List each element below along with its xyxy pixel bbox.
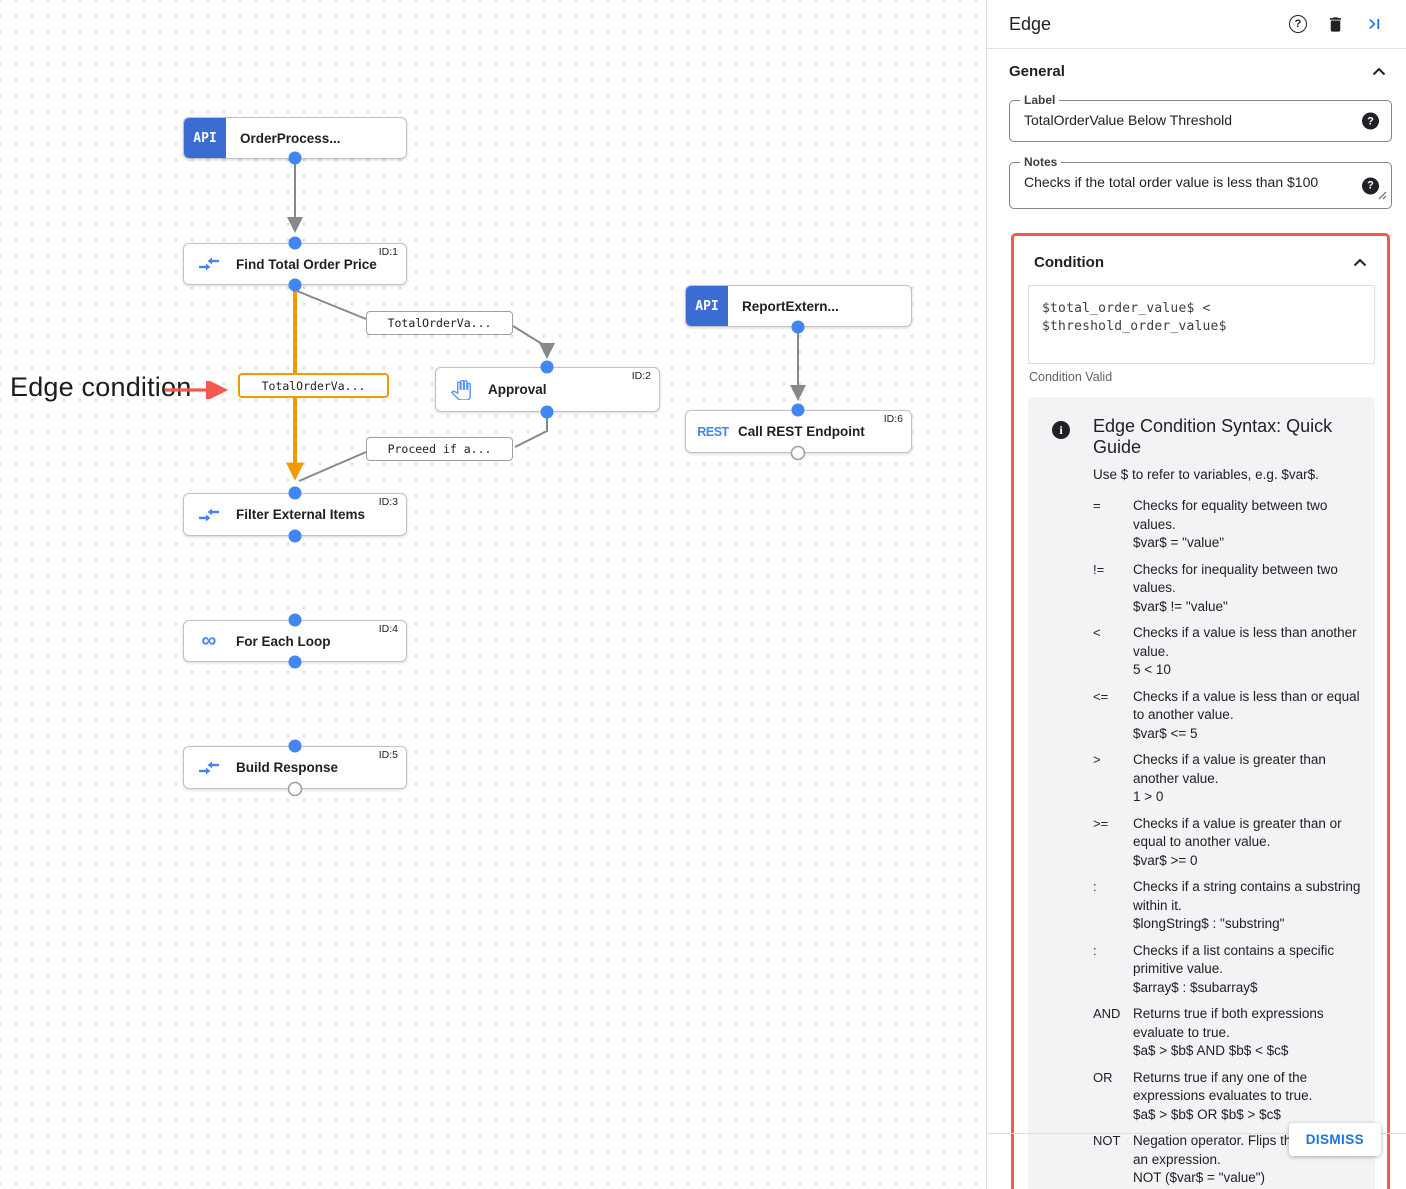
data-mapping-icon <box>196 256 222 272</box>
data-mapping-icon <box>196 507 222 523</box>
condition-valid-status: Condition Valid <box>1029 370 1113 384</box>
node-order-process-trigger[interactable]: API OrderProcess... <box>183 117 407 159</box>
guide-subtitle: Use $ to refer to variables, e.g. $var$. <box>1093 467 1319 482</box>
syntax-quick-guide: i Edge Condition Syntax: Quick Guide Use… <box>1028 397 1375 1189</box>
edge-properties-panel: Edge ? General La <box>986 0 1406 1189</box>
help-icon[interactable]: ? <box>1362 177 1379 194</box>
edge-label-totalorderva-approval[interactable]: TotalOrderVa... <box>366 311 513 335</box>
annotation-arrow-icon <box>165 381 229 399</box>
approval-hand-icon <box>448 379 474 400</box>
notes-field[interactable]: Notes Checks if the total order value is… <box>1009 155 1392 209</box>
guide-row: <=Checks if a value is less than or equa… <box>1093 688 1360 741</box>
general-section: General Label TotalOrderValue Below Thre… <box>987 49 1406 1189</box>
guide-row: !=Checks for inequality between two valu… <box>1093 561 1338 614</box>
condition-expression-input[interactable]: $total_order_value$ < $threshold_order_v… <box>1028 285 1375 364</box>
guide-row: >=Checks if a value is greater than or e… <box>1093 815 1342 868</box>
node-build-response[interactable]: Build Response ID:5 <box>183 746 407 789</box>
edge-findtotal-to-approval-a[interactable] <box>296 290 367 320</box>
rest-icon: REST <box>697 424 729 439</box>
notes-field-label: Notes <box>1020 155 1062 169</box>
guide-rows: =Checks for equality between two values.… <box>1093 497 1363 1188</box>
node-find-total-order-price[interactable]: Find Total Order Price ID:1 <box>183 243 407 285</box>
node-id-badge: ID:4 <box>378 623 398 635</box>
condition-expression-value: $total_order_value$ < $threshold_order_v… <box>1042 301 1227 334</box>
data-mapping-icon <box>196 760 222 776</box>
condition-section-title: Condition <box>1034 254 1104 271</box>
help-icon[interactable]: ? <box>1289 15 1307 33</box>
api-trigger-icon: API <box>184 118 226 158</box>
api-trigger-icon: API <box>686 286 728 326</box>
header-divider <box>987 48 1406 49</box>
edge-connections-layer <box>286 162 806 482</box>
guide-row: :Checks if a list contains a specific pr… <box>1093 942 1335 995</box>
panel-title: Edge <box>1009 13 1052 34</box>
node-call-rest-endpoint[interactable]: REST Call REST Endpoint ID:6 <box>685 410 912 453</box>
guide-row: =Checks for equality between two values.… <box>1093 498 1328 550</box>
node-for-each-loop[interactable]: ∞ For Each Loop ID:4 <box>183 620 407 662</box>
collapse-panel-icon[interactable] <box>1364 14 1384 34</box>
label-field-label: Label <box>1020 93 1060 107</box>
node-id-badge: ID:2 <box>631 370 651 382</box>
label-field[interactable]: Label TotalOrderValue Below Threshold ? <box>1009 93 1392 142</box>
footer-divider <box>986 1133 1406 1134</box>
chevron-up-icon[interactable] <box>1372 67 1386 76</box>
guide-row: :Checks if a string contains a substring… <box>1093 879 1361 931</box>
guide-row: <Checks if a value is less than another … <box>1093 625 1357 677</box>
edge-approval-to-filter-b[interactable] <box>298 451 367 482</box>
node-filter-external-items[interactable]: Filter External Items ID:3 <box>183 493 407 536</box>
loop-icon: ∞ <box>201 629 217 652</box>
node-report-extern-trigger[interactable]: API ReportExtern... <box>685 285 912 327</box>
edge-approval-to-filter-a[interactable] <box>514 414 548 448</box>
dismiss-button[interactable]: DISMISS <box>1288 1123 1381 1156</box>
delete-icon[interactable] <box>1326 15 1345 34</box>
edge-findtotal-to-approval-b[interactable] <box>512 325 555 359</box>
workflow-canvas[interactable]: API OrderProcess... Find Total Order Pri… <box>0 0 986 1189</box>
guide-title: Edge Condition Syntax: Quick Guide <box>1093 416 1333 457</box>
help-icon[interactable]: ? <box>1362 112 1379 130</box>
guide-row: >Checks if a value is greater than anoth… <box>1093 752 1326 804</box>
info-icon: i <box>1052 421 1070 439</box>
node-id-badge: ID:6 <box>883 413 903 425</box>
edge-label-proceed-if[interactable]: Proceed if a... <box>366 437 513 461</box>
node-id-badge: ID:5 <box>378 749 398 761</box>
node-id-badge: ID:3 <box>378 496 398 508</box>
resize-handle-icon[interactable] <box>1378 187 1387 205</box>
label-field-value: TotalOrderValue Below Threshold <box>1024 112 1233 128</box>
panel-header: Edge ? <box>987 0 1406 48</box>
notes-field-value: Checks if the total order value is less … <box>1024 174 1319 190</box>
general-section-title: General <box>1009 63 1065 80</box>
node-approval[interactable]: Approval ID:2 <box>435 367 660 412</box>
condition-section-highlighted: Condition $total_order_value$ < $thresho… <box>1011 233 1390 1189</box>
node-id-badge: ID:1 <box>378 246 398 258</box>
edge-condition-annotation: Edge condition <box>10 372 192 402</box>
edge-label-totalorderva-selected[interactable]: TotalOrderVa... <box>238 373 389 398</box>
chevron-up-icon[interactable] <box>1353 258 1367 267</box>
